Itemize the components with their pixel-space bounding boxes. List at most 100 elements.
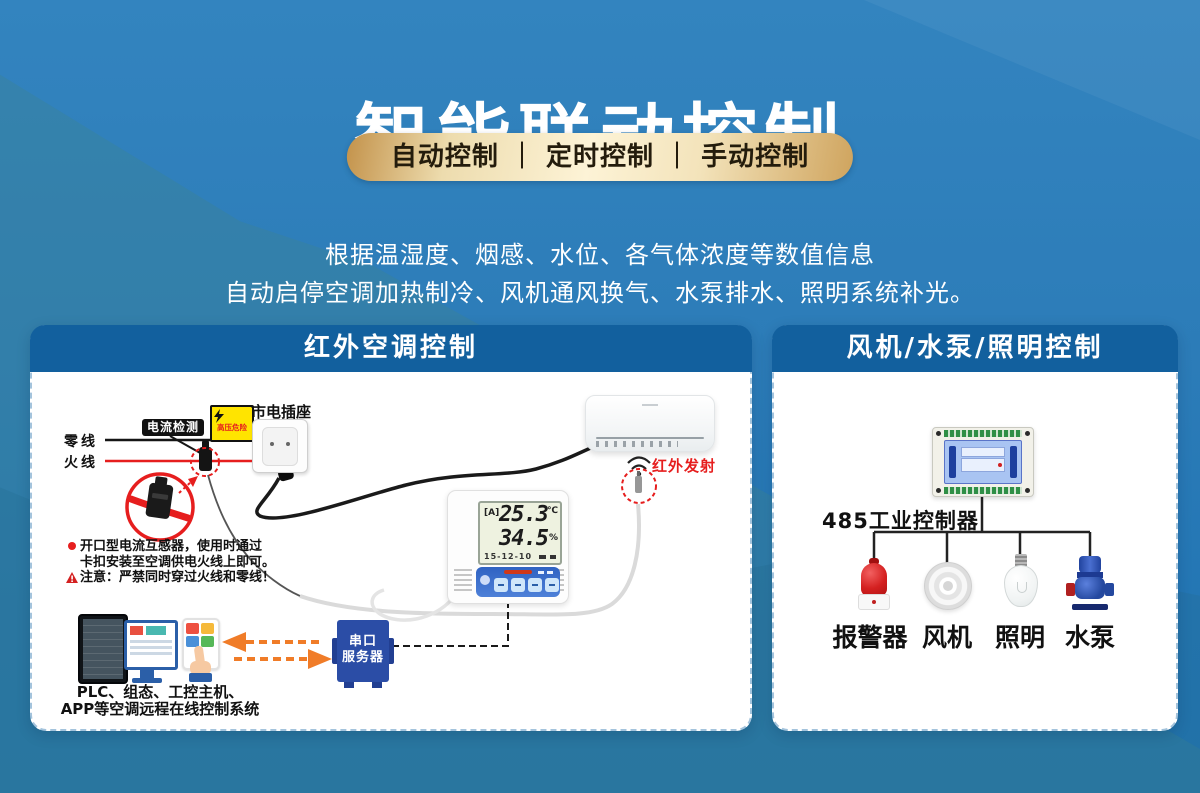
ac-brand-mark <box>642 404 659 406</box>
ac-vent-slit <box>596 437 704 439</box>
tablet-screen <box>83 619 123 679</box>
app-tile <box>186 636 199 647</box>
lightning-icon <box>214 409 224 423</box>
fan-pump-light-card-title: 风机/水泵/照明控制 <box>772 325 1178 372</box>
sensor-button <box>545 578 559 592</box>
controller-row <box>961 458 1005 472</box>
panel-mark <box>538 571 544 574</box>
temp-humidity-sensor: [A] 25.3 ℃ 34.5 % 15-12-10 <box>447 490 569 604</box>
monitor-stand <box>140 670 154 679</box>
socket-face <box>262 427 298 466</box>
fan-pump-light-control-card: 风机/水泵/照明控制 485工业控制器 <box>772 325 1178 731</box>
panel-mark <box>547 571 553 574</box>
controller-side-bar <box>1010 446 1017 478</box>
warning-triangle-icon <box>66 572 78 583</box>
remote-control-caption: PLC、组态、工控主机、 APP等空调远程在线控制系统 <box>40 684 280 717</box>
note-text-3: 注意：严禁同时穿过火线和零线！ <box>80 570 276 585</box>
wiring-diagram-lines <box>105 435 657 669</box>
infrared-ac-control-card: 红外空调控制 <box>30 325 752 731</box>
sensor-button <box>494 578 508 592</box>
controller-row <box>961 447 1005 457</box>
infrared-ac-card-title: 红外空调控制 <box>30 325 752 372</box>
clamp-usage-notes: 开口型电流互感器，使用时通过 卡扣安装至空调供电火线上即可。 注意：严禁同时穿过… <box>66 539 288 586</box>
controller-label: 485工业控制器 <box>822 509 979 533</box>
controller-panel <box>944 440 1022 484</box>
app-tile <box>201 623 214 634</box>
serial-server-label-line1: 串口 <box>348 634 377 649</box>
bullet-icon <box>68 542 76 550</box>
monitor-tile-red <box>130 626 143 635</box>
screw-icon <box>1025 431 1030 436</box>
server-leg <box>372 682 382 688</box>
neutral-wire-label: 零线 <box>64 434 98 450</box>
arrow-left-icon <box>222 632 246 652</box>
alarm-knob <box>869 558 879 565</box>
server-tab <box>389 638 394 664</box>
mains-socket <box>252 419 308 473</box>
socket-hole <box>286 442 290 446</box>
current-clamp-zoom-icon <box>145 476 174 519</box>
screw-icon <box>936 488 941 493</box>
monitor-base <box>132 678 162 683</box>
sensor-vent-left <box>454 569 472 593</box>
screw-icon <box>1025 488 1030 493</box>
hero-description-line2: 自动启停空调加热制冷、风机通风换气、水泵排水、照明系统补光。 <box>225 279 975 307</box>
fan-hub <box>943 581 953 591</box>
industrial-485-controller <box>932 427 1034 497</box>
sensor-button <box>511 578 525 592</box>
bulb-cap <box>1015 554 1027 567</box>
sensor-button <box>528 578 542 592</box>
infrared-ac-diagram: 零线 火线 电流检测 高压危险 市电插座 开口型电流互感器，使用时通过 <box>32 374 746 725</box>
pump-flange-left <box>1066 583 1075 596</box>
pump-neck <box>1077 572 1103 578</box>
controller-led <box>998 463 1002 467</box>
monitor-line <box>130 640 172 643</box>
server-tab <box>332 638 337 664</box>
pump-flange-right <box>1105 583 1114 596</box>
high-voltage-label: 高压危险 <box>217 423 247 432</box>
device-label-fan: 风机 <box>921 623 972 652</box>
alarm-beacon-icon <box>858 558 890 610</box>
air-conditioner <box>585 395 715 452</box>
serial-server-box: 串口 服务器 <box>332 620 394 688</box>
app-tile <box>186 623 199 634</box>
monitor-tile-teal <box>146 626 166 635</box>
note-text-1: 开口型电流互感器，使用时通过 <box>80 539 263 554</box>
live-wire-label: 火线 <box>64 455 98 471</box>
app-tile <box>201 636 214 647</box>
alarm-led <box>872 600 876 604</box>
device-label-lighting: 照明 <box>994 623 1045 652</box>
industrial-pc-icon <box>78 614 128 684</box>
lcd-humidity-unit: % <box>548 533 558 543</box>
lcd-date: 15-12-10 <box>484 552 533 561</box>
monitor-line <box>130 652 172 655</box>
screw-icon <box>936 431 941 436</box>
ir-emission-label: 红外发射 <box>652 457 717 475</box>
device-label-alarm: 报警器 <box>832 623 908 652</box>
lcd-battery-icon <box>550 555 556 559</box>
controller-side-bar <box>949 446 956 478</box>
hero-description-line1: 根据温湿度、烟感、水位、各气体浓度等数值信息 <box>325 241 875 269</box>
monitor-line <box>130 646 172 649</box>
arrow-right-icon <box>308 649 332 669</box>
sensor-button-panel <box>476 567 560 597</box>
ir-emitter-probe-icon <box>635 471 642 493</box>
note-text-2: 卡扣安装至空调供电火线上即可。 <box>80 554 276 570</box>
device-label-pump: 水泵 <box>1064 623 1115 652</box>
control-modes-badge: 自动控制 ｜ 定时控制 ｜ 手动控制 <box>346 133 854 181</box>
lcd-temp-unit: ℃ <box>547 506 558 516</box>
note-line-2: 卡扣安装至空调供电火线上即可。 <box>68 555 288 571</box>
hand-palm-icon <box>190 661 211 675</box>
lcd-humidity: 34.5 <box>499 526 549 551</box>
serial-server-label-line2: 服务器 <box>341 650 384 665</box>
note-line-3: 注意：严禁同时穿过火线和零线！ <box>66 570 288 586</box>
bulb-filament <box>1017 582 1027 593</box>
duct-fan-icon <box>924 562 972 610</box>
current-clamp-icon <box>199 441 212 471</box>
server-leg <box>344 682 354 688</box>
fan-pump-light-diagram: 485工业控制器 报警器 风机 <box>774 374 1172 725</box>
scada-monitor-icon <box>124 620 178 670</box>
high-voltage-warning-sign: 高压危险 <box>210 405 254 442</box>
lcd-status-icon <box>539 555 546 559</box>
